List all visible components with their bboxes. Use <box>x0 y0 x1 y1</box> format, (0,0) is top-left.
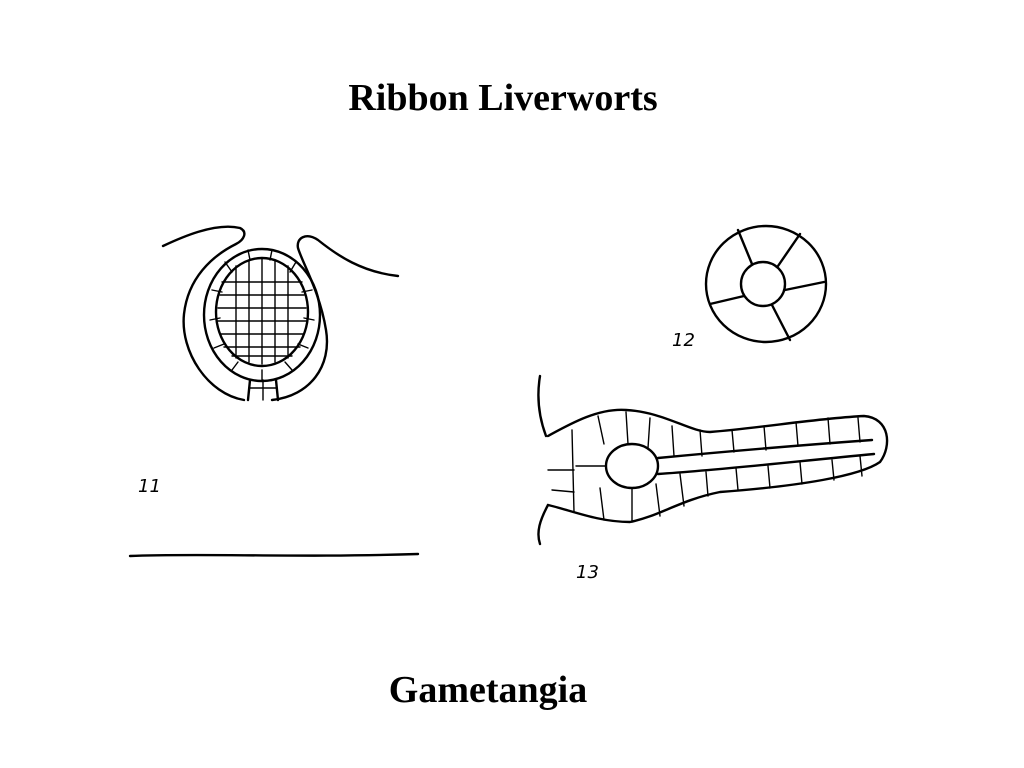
figure-11-antheridium: 11 <box>128 225 420 558</box>
slide-title: Ribbon Liverworts <box>348 77 658 119</box>
slide-caption: Gametangia <box>388 669 588 711</box>
figure-12-neck-section: 12 <box>672 224 828 351</box>
figure-13-label: 13 <box>576 562 599 583</box>
figure-11-label: 11 <box>138 476 161 497</box>
figure-12-label: 12 <box>672 330 695 351</box>
figure-13-archegonium: 13 <box>537 374 889 583</box>
